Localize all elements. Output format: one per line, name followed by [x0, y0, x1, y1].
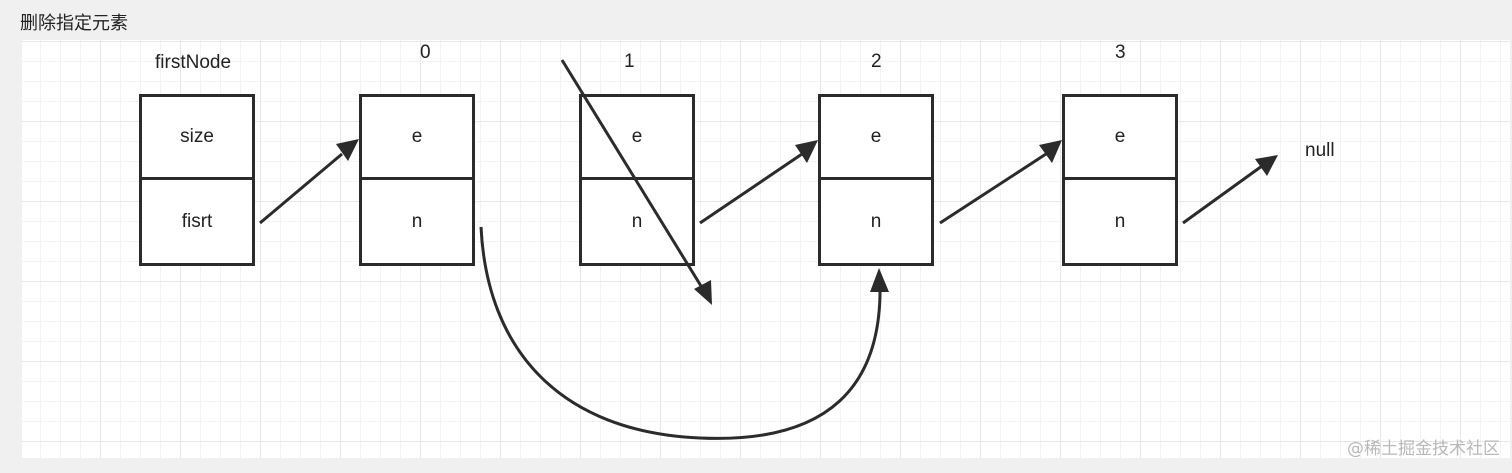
node-0-next-cell: n	[411, 210, 423, 232]
node-index-3: 3	[1115, 42, 1126, 63]
node-0: e n	[359, 94, 475, 266]
node-2: e n	[818, 94, 934, 266]
node-2-next-cell: n	[870, 210, 882, 232]
watermark: @稀土掘金技术社区	[1347, 439, 1500, 459]
node-1: e n	[579, 94, 695, 266]
node-index-1: 1	[624, 51, 635, 72]
node-1-next-cell: n	[631, 210, 643, 232]
node-1-element-cell: e	[582, 97, 692, 180]
node-0-element-cell: e	[362, 97, 472, 180]
node-index-0: 0	[420, 42, 431, 63]
node-2-element-cell: e	[821, 97, 931, 180]
page-title: 删除指定元素	[20, 13, 128, 34]
node-3: e n	[1062, 94, 1178, 266]
head-node: size fisrt	[139, 94, 255, 266]
head-size-cell: size	[142, 97, 252, 180]
node-3-next-cell: n	[1114, 210, 1126, 232]
null-label: null	[1305, 140, 1335, 161]
head-first-cell: fisrt	[181, 210, 213, 232]
head-label: firstNode	[155, 52, 232, 73]
node-index-2: 2	[871, 51, 882, 72]
node-3-element-cell: e	[1065, 97, 1175, 180]
